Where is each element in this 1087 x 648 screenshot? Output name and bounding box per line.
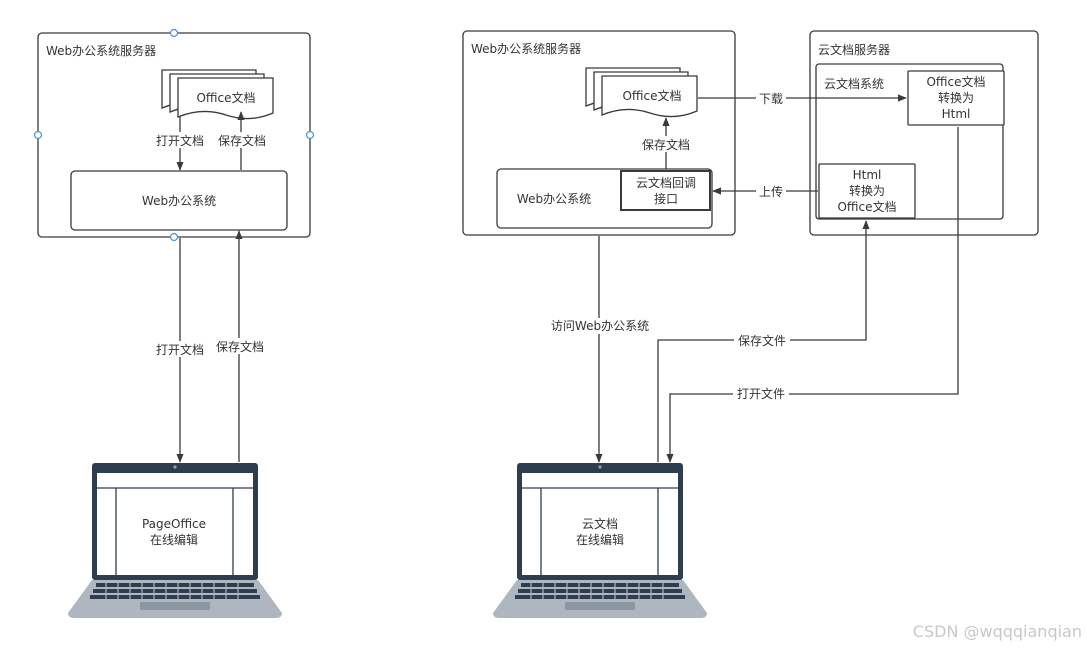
save-file-label: 保存文件 (738, 333, 786, 348)
left-laptop-line2: 在线编辑 (150, 532, 198, 547)
cloud-system-title: 云文档系统 (824, 76, 884, 91)
left-open-label: 打开文档 (156, 342, 204, 357)
left-doc-label: Office文档 (196, 90, 255, 105)
callback-interface-line2: 接口 (654, 191, 678, 206)
open-file-arrow (666, 127, 959, 463)
selection-handle-left[interactable] (33, 130, 43, 140)
left-server-title: Web办公系统服务器 (46, 43, 156, 58)
left-save-label: 保存文档 (216, 339, 264, 354)
cloud-server-title: 云文档服务器 (818, 42, 890, 57)
callback-interface-box[interactable] (620, 170, 711, 211)
convert1-line3: Html (942, 107, 971, 121)
right-laptop-line2: 在线编辑 (576, 532, 624, 547)
right-web-server-title: Web办公系统服务器 (471, 41, 581, 56)
right-save-doc-label: 保存文档 (642, 137, 690, 152)
right-diagram: Web办公系统服务器 Office文档 保存文档 Web办公系统 云文档回调 接… (462, 30, 1039, 618)
open-file-label: 打开文件 (737, 386, 785, 401)
left-laptop-line1: PageOffice (142, 517, 206, 531)
left-web-office-system-label: Web办公系统 (142, 193, 216, 208)
right-doc-label: Office文档 (622, 88, 681, 103)
convert2-line3: Office文档 (837, 199, 896, 214)
visit-label: 访问Web办公系统 (551, 318, 649, 333)
right-laptop-line1: 云文档 (582, 516, 618, 531)
left-laptop-icon (68, 463, 282, 618)
upload-label: 上传 (759, 184, 783, 199)
right-laptop-icon (493, 463, 707, 618)
csdn-watermark: CSDN @wqqqianqian (913, 622, 1082, 641)
left-inner-save-label: 保存文档 (218, 133, 266, 148)
callback-interface-line1: 云文档回调 (636, 175, 696, 190)
right-office-document-icon (585, 67, 698, 118)
convert-office-to-html-box[interactable] (907, 70, 1005, 126)
left-inner-open-label: 打开文档 (156, 133, 204, 148)
convert2-line1: Html (853, 168, 882, 182)
left-office-document-icon (161, 69, 274, 120)
convert1-line1: Office文档 (926, 74, 985, 89)
convert2-line2: 转换为 (849, 183, 885, 198)
selection-handle-top[interactable] (169, 28, 179, 38)
left-diagram: Web办公系统服务器 Office文档 打开文档 保存文档 Web办公系统 打开… (33, 28, 315, 618)
convert-html-to-office-box[interactable] (818, 163, 916, 219)
convert1-line2: 转换为 (938, 90, 974, 105)
download-label: 下载 (759, 92, 783, 106)
selection-handle-bottom[interactable] (169, 232, 179, 242)
right-web-office-system-label: Web办公系统 (517, 191, 591, 206)
selection-handle-right[interactable] (305, 130, 315, 140)
left-web-office-system-box[interactable] (70, 170, 288, 231)
